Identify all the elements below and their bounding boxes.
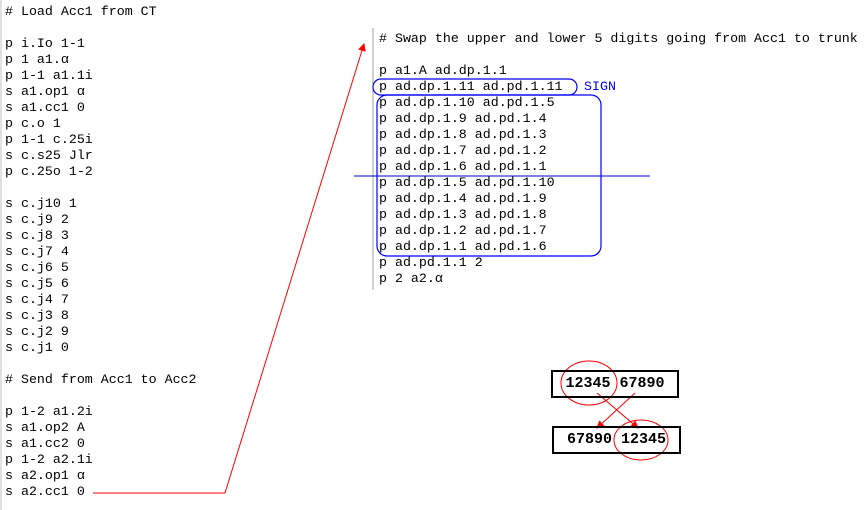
- code-line: [5, 20, 197, 36]
- link-arrow: [93, 43, 366, 494]
- code-line: # Load Acc1 from CT: [5, 4, 157, 19]
- code-line: p c.o 1: [5, 116, 61, 131]
- code-line: [5, 180, 197, 196]
- code-line: p ad.dp.1.10 ad.pd.1.5: [379, 95, 555, 110]
- code-line: p i.Io 1-1: [5, 36, 85, 51]
- sign-label: SIGN: [584, 79, 616, 94]
- digits-lower: 67890: [619, 375, 665, 392]
- code-line: [379, 47, 858, 63]
- code-line: p 1-2 a2.1i: [5, 452, 93, 467]
- code-line: # Swap the upper and lower 5 digits goin…: [379, 31, 858, 46]
- code-line: s a2.op1 α: [5, 468, 85, 483]
- code-line: p ad.dp.1.1 ad.pd.1.6: [379, 239, 547, 254]
- code-line: s c.j10 1: [5, 196, 77, 211]
- code-line: p ad.dp.1.11 ad.pd.1.11: [379, 79, 563, 94]
- code-line: s c.j2 9: [5, 324, 69, 339]
- code-line: # Send from Acc1 to Acc2: [5, 372, 197, 387]
- swap-arrow-1: [596, 392, 639, 429]
- upper-circle-before: [560, 360, 618, 406]
- code-line: p 1 a1.α: [5, 52, 69, 67]
- right-code-block: # Swap the upper and lower 5 digits goin…: [379, 31, 858, 287]
- code-line: s c.j7 4: [5, 244, 69, 259]
- code-line: s c.j5 6: [5, 276, 69, 291]
- code-line: s a1.cc1 0: [5, 100, 85, 115]
- code-line: [5, 388, 197, 404]
- code-line: p c.25o 1-2: [5, 164, 93, 179]
- code-line: p 1-1 a1.1i: [5, 68, 93, 83]
- upper-circle-after: [613, 419, 669, 461]
- code-line: s a1.op2 A: [5, 420, 85, 435]
- code-line: p ad.dp.1.2 ad.pd.1.7: [379, 223, 547, 238]
- code-line: p a1.A ad.dp.1.1: [379, 63, 507, 78]
- register-after: 67890 12345: [552, 426, 681, 454]
- code-line: p 2 a2.α: [379, 271, 443, 286]
- code-line: s c.s25 Jlr: [5, 148, 93, 163]
- code-line: p 1-1 c.25i: [5, 132, 93, 147]
- digits-lower: 12345: [621, 431, 667, 448]
- digits-upper: 67890: [566, 431, 612, 448]
- code-line: s c.j9 2: [5, 212, 69, 227]
- digits-upper: 12345: [565, 375, 611, 392]
- code-line: s a1.cc2 0: [5, 436, 85, 451]
- code-line: p 1-2 a1.2i: [5, 404, 93, 419]
- code-line: [5, 356, 197, 372]
- code-line: s c.j4 7: [5, 292, 69, 307]
- code-line: p ad.dp.1.6 ad.pd.1.1: [379, 159, 547, 174]
- code-line: s c.j8 3: [5, 228, 69, 243]
- register-before: 12345 67890: [551, 370, 679, 398]
- code-line: s a2.cc1 0: [5, 484, 85, 499]
- code-line: s c.j1 0: [5, 340, 69, 355]
- code-line: p ad.dp.1.3 ad.pd.1.8: [379, 207, 547, 222]
- code-line: p ad.dp.1.7 ad.pd.1.2: [379, 143, 547, 158]
- code-line: p ad.dp.1.5 ad.pd.1.10: [379, 175, 555, 190]
- code-line: s a1.op1 α: [5, 84, 85, 99]
- code-line: s c.j3 8: [5, 308, 69, 323]
- swap-arrow-2: [596, 392, 636, 429]
- code-line: s c.j6 5: [5, 260, 69, 275]
- code-line: p ad.dp.1.4 ad.pd.1.9: [379, 191, 547, 206]
- code-line: p ad.dp.1.9 ad.pd.1.4: [379, 111, 547, 126]
- code-line: p ad.dp.1.8 ad.pd.1.3: [379, 127, 547, 142]
- code-line: p ad.pd.1.1 2: [379, 255, 483, 270]
